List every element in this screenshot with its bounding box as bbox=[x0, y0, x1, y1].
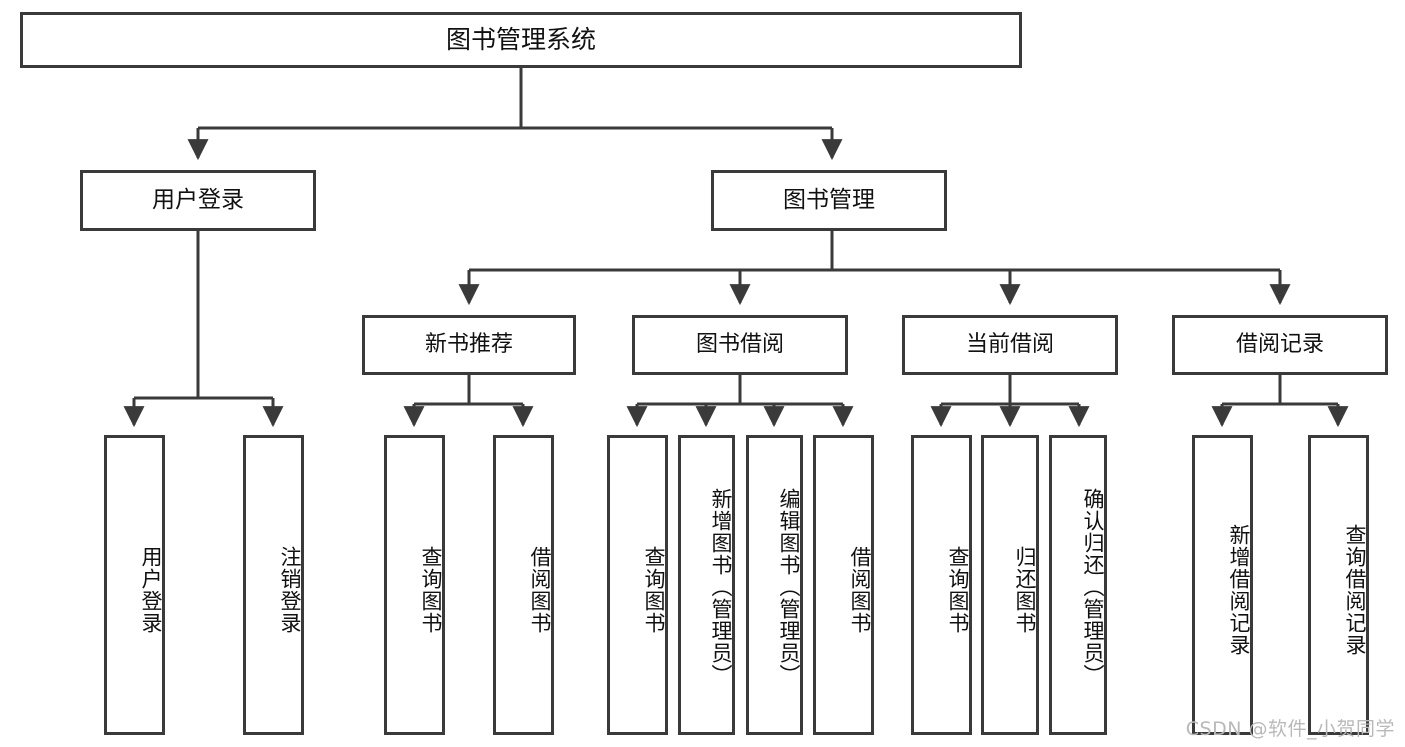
node-user-login[interactable]: 用户登录 bbox=[80, 170, 316, 231]
node-borrow-record[interactable]: 借阅记录 bbox=[1172, 315, 1388, 375]
node-new-book-recommend[interactable]: 新书推荐 bbox=[362, 315, 576, 375]
leaf-edit-book[interactable]: 编辑图书（管理员） bbox=[746, 435, 803, 735]
leaf-query-book-3[interactable]: 查询图书 bbox=[911, 435, 972, 735]
leaf-add-record[interactable]: 新增借阅记录 bbox=[1192, 435, 1253, 735]
node-book-manage[interactable]: 图书管理 bbox=[711, 170, 947, 231]
leaf-query-record[interactable]: 查询借阅记录 bbox=[1308, 435, 1369, 735]
watermark: CSDN @软件_小贺同学 bbox=[1185, 718, 1395, 740]
leaf-borrow-book-1[interactable]: 借阅图书 bbox=[493, 435, 554, 735]
leaf-user-login[interactable]: 用户登录 bbox=[104, 435, 165, 735]
leaf-confirm-return[interactable]: 确认归还（管理员） bbox=[1049, 435, 1107, 735]
leaf-add-book[interactable]: 新增图书（管理员） bbox=[678, 435, 735, 735]
node-book-borrow[interactable]: 图书借阅 bbox=[632, 315, 848, 375]
leaf-query-book-2[interactable]: 查询图书 bbox=[607, 435, 668, 735]
leaf-borrow-book-2[interactable]: 借阅图书 bbox=[813, 435, 874, 735]
leaf-return-book[interactable]: 归还图书 bbox=[981, 435, 1039, 735]
node-current-borrow[interactable]: 当前借阅 bbox=[902, 315, 1118, 375]
leaf-query-book-1[interactable]: 查询图书 bbox=[384, 435, 445, 735]
node-root[interactable]: 图书管理系统 bbox=[20, 12, 1022, 68]
leaf-logout[interactable]: 注销登录 bbox=[243, 435, 304, 735]
